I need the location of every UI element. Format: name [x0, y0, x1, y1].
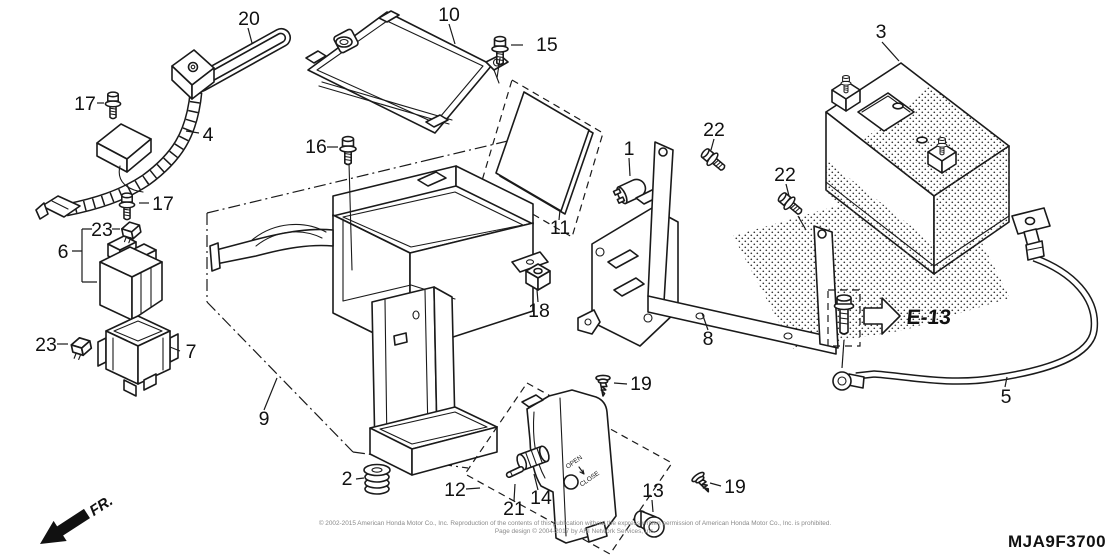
battery-terminal-left — [831, 75, 861, 112]
callout-15: 15 — [536, 34, 558, 56]
part-battery-box-9 — [209, 165, 549, 476]
callout-13: 13 — [642, 480, 664, 502]
e13-arrow-icon — [863, 297, 901, 335]
part-plug-13 — [633, 510, 665, 538]
callout-7: 7 — [186, 341, 197, 363]
part-cover-group-12: OPEN CLOSE — [464, 382, 673, 555]
callout-16: 16 — [305, 136, 327, 158]
part-bracket-8 — [577, 141, 839, 355]
part-clipnut-18 — [525, 263, 551, 291]
callout-14: 14 — [530, 487, 552, 509]
part-bolt-22a — [697, 145, 730, 176]
callout-19b: 19 — [724, 476, 746, 498]
callout-2: 2 — [342, 468, 353, 490]
callout-23a: 23 — [91, 219, 113, 241]
battery-terminal-right — [927, 137, 957, 174]
callout-8: 8 — [703, 328, 714, 350]
part-cable-5 — [832, 207, 1099, 391]
part-cable-4 — [35, 49, 215, 220]
callout-1: 1 — [624, 138, 635, 160]
battery-box-wing — [209, 223, 334, 272]
part-holder-7 — [97, 315, 179, 397]
part-battery-3 — [825, 62, 1010, 275]
ref-e13: E-13 — [827, 289, 952, 369]
battery-box-base — [369, 406, 498, 476]
callout-17b: 17 — [152, 193, 174, 215]
callout-10: 10 — [438, 4, 460, 26]
callout-4: 4 — [203, 124, 214, 146]
callout-11: 11 — [550, 217, 570, 239]
part-screw-17a — [104, 91, 122, 120]
callout-21: 21 — [503, 498, 525, 520]
part-bolt-16 — [339, 135, 357, 166]
part-grommet-2 — [363, 463, 391, 495]
part-clip-19a — [595, 374, 611, 397]
fr-direction-arrow: FR. — [40, 492, 117, 544]
part-fuse-23b — [69, 335, 94, 362]
part-cover-panel: OPEN CLOSE — [521, 389, 617, 544]
part-mat-11 — [480, 79, 604, 238]
part-knob-14 — [516, 445, 550, 471]
callout-9: 9 — [259, 408, 270, 430]
part-screw-17b — [118, 192, 136, 221]
e13-bolt — [833, 294, 855, 335]
callout-19a: 19 — [630, 373, 652, 395]
callout-22a: 22 — [703, 119, 725, 141]
diagram-code: MJA9F3700 — [1008, 532, 1106, 551]
callout-12: 12 — [444, 479, 466, 501]
callout-6: 6 — [58, 241, 69, 263]
e13-label: E-13 — [905, 306, 952, 329]
part-tray-10 — [305, 10, 509, 134]
part-pin-21 — [505, 465, 525, 479]
copyright-line2: Page design © 2004-2017 by ARI Network S… — [495, 527, 656, 535]
fr-arrow-icon — [40, 508, 90, 544]
callout-20: 20 — [238, 8, 260, 30]
callout-22b: 22 — [774, 164, 796, 186]
copyright-line1: © 2002-2015 American Honda Motor Co., In… — [319, 519, 832, 527]
battery-box-column — [371, 286, 456, 453]
callout-5: 5 — [1001, 386, 1012, 408]
part-bolt-22b — [774, 189, 807, 220]
callout-bracket-6 — [72, 228, 97, 283]
fr-label: FR. — [87, 492, 117, 519]
callout-3: 3 — [876, 21, 887, 43]
callout-23b: 23 — [35, 334, 57, 356]
callout-17a: 17 — [74, 93, 96, 115]
callouts: 20 10 15 17 4 16 11 1 22 22 3 17 23 6 23… — [35, 4, 1011, 520]
callout-18: 18 — [528, 300, 550, 322]
part-relay-6 — [99, 235, 163, 321]
